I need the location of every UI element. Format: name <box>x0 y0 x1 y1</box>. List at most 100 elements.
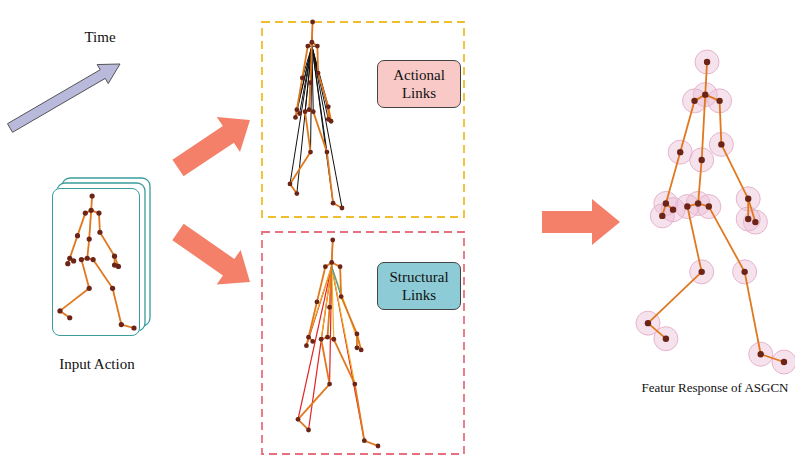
bone <box>761 354 784 362</box>
joint <box>315 300 320 305</box>
bone <box>666 152 680 203</box>
bone <box>93 260 112 289</box>
joint <box>752 219 758 225</box>
bone <box>648 323 666 339</box>
joint <box>340 206 345 211</box>
bone <box>60 288 89 311</box>
response-halo <box>668 140 692 164</box>
axis-label: Time <box>70 28 130 47</box>
joint <box>362 438 367 443</box>
actional-link <box>312 46 342 208</box>
bone <box>313 112 327 152</box>
joint <box>355 332 360 337</box>
joint <box>296 417 301 422</box>
joint <box>316 71 321 76</box>
joint <box>695 200 701 206</box>
joint <box>310 20 315 25</box>
bone <box>316 46 318 73</box>
joint <box>331 201 336 206</box>
joint <box>300 75 305 80</box>
flow-arrow <box>172 224 250 285</box>
joint <box>758 351 764 357</box>
joint <box>87 286 92 291</box>
actional-link <box>290 46 312 184</box>
joint <box>325 150 330 155</box>
bone <box>309 83 310 110</box>
joint <box>339 294 344 299</box>
joint <box>315 44 320 49</box>
bone <box>70 236 78 259</box>
joint <box>85 256 90 261</box>
joint <box>307 107 312 112</box>
joint <box>329 260 334 265</box>
joint <box>677 149 683 155</box>
joint <box>297 111 302 116</box>
joint <box>663 335 669 341</box>
joint <box>79 257 84 262</box>
joint <box>659 213 665 219</box>
bone <box>721 144 748 198</box>
input-frame: Input Action <box>52 188 140 336</box>
structural-link <box>332 266 355 384</box>
joint <box>311 109 316 114</box>
joint <box>306 335 311 340</box>
bone <box>78 213 86 236</box>
joint <box>663 200 669 206</box>
box-label: Structural Links <box>378 266 460 306</box>
bone <box>302 46 307 78</box>
joint <box>319 337 324 342</box>
joint <box>704 59 710 65</box>
joint <box>684 203 690 209</box>
joint <box>89 208 94 213</box>
response-halo <box>772 350 795 374</box>
joint <box>670 206 676 212</box>
joint <box>698 157 704 163</box>
response-halo <box>697 195 721 219</box>
bone <box>687 207 701 272</box>
actional-link <box>312 46 333 203</box>
joint <box>702 91 708 97</box>
joint <box>331 337 336 342</box>
joint <box>83 210 88 215</box>
joint <box>716 98 722 104</box>
joint <box>323 264 328 269</box>
time-arrow <box>7 64 120 132</box>
joint <box>326 104 331 109</box>
joint <box>57 308 62 313</box>
joint <box>338 264 343 269</box>
joint <box>308 150 313 155</box>
structural-link <box>332 266 341 296</box>
bone <box>702 95 706 160</box>
structural-link <box>332 266 365 440</box>
bone <box>305 112 310 152</box>
frame-ground <box>52 188 140 336</box>
joint <box>96 210 101 215</box>
joint <box>112 254 117 259</box>
joint <box>327 382 332 387</box>
bone <box>318 73 328 107</box>
joint <box>293 115 298 120</box>
joint <box>90 193 95 198</box>
flow-arrow <box>172 117 250 176</box>
joint <box>741 269 747 275</box>
joint <box>97 230 102 235</box>
bone <box>309 302 317 337</box>
actional-skeleton <box>288 20 345 211</box>
joint <box>288 182 293 187</box>
joint <box>110 286 115 291</box>
bone <box>290 152 311 184</box>
bone <box>87 239 89 258</box>
structural-link <box>298 266 332 419</box>
structural-link <box>306 266 331 345</box>
bone <box>745 272 761 354</box>
structural-link <box>309 266 332 430</box>
bone <box>327 152 333 203</box>
bone <box>98 213 101 232</box>
bone <box>341 297 357 334</box>
bone <box>648 272 702 323</box>
joint <box>645 320 651 326</box>
joint <box>131 325 136 330</box>
joint <box>698 269 704 275</box>
joint <box>326 117 331 122</box>
bone <box>340 267 341 297</box>
